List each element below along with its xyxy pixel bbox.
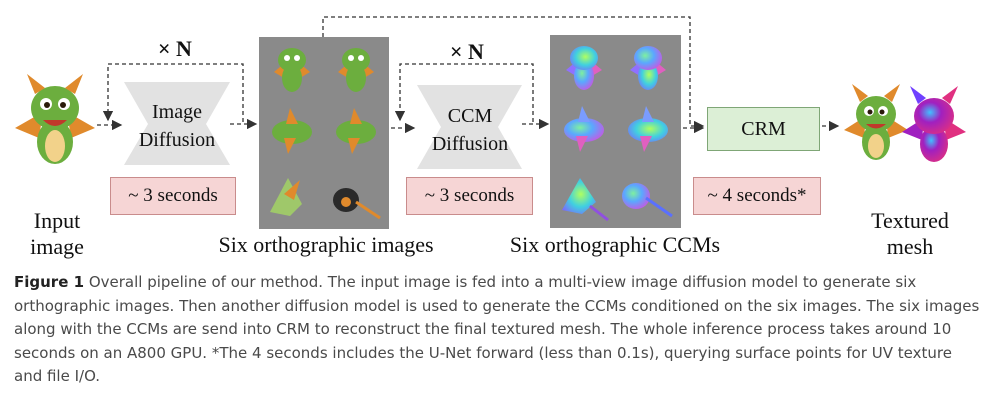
loop-arrow-1 bbox=[102, 63, 244, 122]
figure-caption: Figure 1 Overall pipeline of our method.… bbox=[14, 271, 982, 389]
ccm-view-1 bbox=[566, 46, 602, 90]
orthographic-ccms-label: Six orthographic CCMs bbox=[509, 232, 721, 257]
image-diffusion-block bbox=[124, 82, 230, 165]
time-box-crm: ~ 4 seconds* bbox=[693, 177, 821, 215]
loop-arrow-2 bbox=[394, 63, 534, 122]
orthographic-view-5 bbox=[270, 178, 302, 216]
textured-mesh-dragon bbox=[844, 84, 908, 160]
caption-text: Overall pipeline of our method. The inpu… bbox=[14, 273, 980, 385]
orthographic-view-6 bbox=[333, 188, 381, 220]
pipeline-figure: Input image × N × N Image Diffusion CCM … bbox=[15, 16, 966, 259]
ccm-view-5 bbox=[562, 178, 609, 222]
time-box-ccm-diffusion: ~ 3 seconds bbox=[406, 177, 533, 215]
orthographic-view-4 bbox=[336, 108, 376, 154]
textured-mesh-label: Textured mesh bbox=[871, 208, 949, 259]
ccm-diffusion-label: CCM Diffusion bbox=[431, 105, 509, 155]
crm-box: CRM bbox=[707, 107, 820, 151]
ccm-diffusion-block bbox=[417, 85, 522, 169]
caption-figure-label: Figure 1 bbox=[14, 273, 85, 291]
ccm-view-3 bbox=[564, 106, 604, 152]
pipeline-diagram bbox=[15, 16, 966, 229]
repeat-label-2: × N bbox=[450, 39, 484, 64]
orthographic-view-3 bbox=[272, 108, 312, 154]
input-image-label: Input image bbox=[30, 208, 84, 259]
ccm-view-2 bbox=[630, 46, 666, 90]
orthographic-images-label: Six orthographic images bbox=[218, 232, 434, 257]
ccm-mesh-dragon bbox=[902, 86, 966, 162]
ccm-view-6 bbox=[622, 183, 673, 218]
time-box-image-diffusion: ~ 3 seconds bbox=[110, 177, 236, 215]
ccm-view-4 bbox=[628, 106, 668, 152]
image-diffusion-label: Image Diffusion bbox=[138, 101, 216, 151]
input-dragon-image bbox=[15, 74, 95, 164]
orthographic-view-1 bbox=[274, 48, 310, 92]
orthographic-view-2 bbox=[338, 48, 374, 92]
repeat-label-1: × N bbox=[158, 36, 192, 61]
